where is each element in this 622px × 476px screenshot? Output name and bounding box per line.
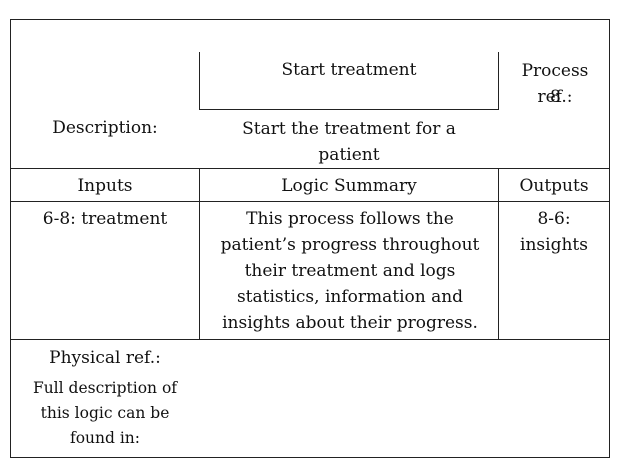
physical-ref-label: Physical ref.:	[49, 348, 161, 368]
process-specification-table: Start treatment Process ref.: 8 Descript…	[10, 19, 610, 458]
table-border-bottom	[10, 457, 610, 458]
process-ref-label: Process ref.:	[521, 61, 589, 107]
table-border-top	[10, 19, 610, 20]
table-border-right	[609, 19, 610, 458]
column-divider-2	[498, 168, 499, 340]
process-name-box-bottom	[199, 109, 499, 110]
outputs-header: Outputs	[519, 176, 589, 196]
header-row-top-line	[10, 168, 610, 169]
column-divider-1	[199, 168, 200, 340]
inputs-header: Inputs	[77, 176, 133, 196]
process-name-box-left	[199, 52, 200, 110]
physical-ref-top-line	[10, 339, 610, 340]
table-border-left	[10, 19, 11, 458]
description-label: Description:	[52, 118, 158, 138]
process-ref-value: 8	[550, 87, 561, 107]
outputs-cell: 8-6: insights	[520, 209, 588, 255]
process-name: Start treatment	[281, 60, 417, 80]
logic-summary-header: Logic Summary	[281, 176, 417, 196]
logic-summary-cell: This process follows the patient’s progr…	[220, 209, 480, 333]
full-description-label: Full description of this logic can be fo…	[32, 379, 178, 447]
header-row-bottom-line	[10, 201, 610, 202]
process-name-box-right	[498, 52, 499, 110]
description-text: Start the treatment for a patient	[242, 119, 456, 165]
inputs-cell: 6-8: treatment	[42, 209, 168, 229]
